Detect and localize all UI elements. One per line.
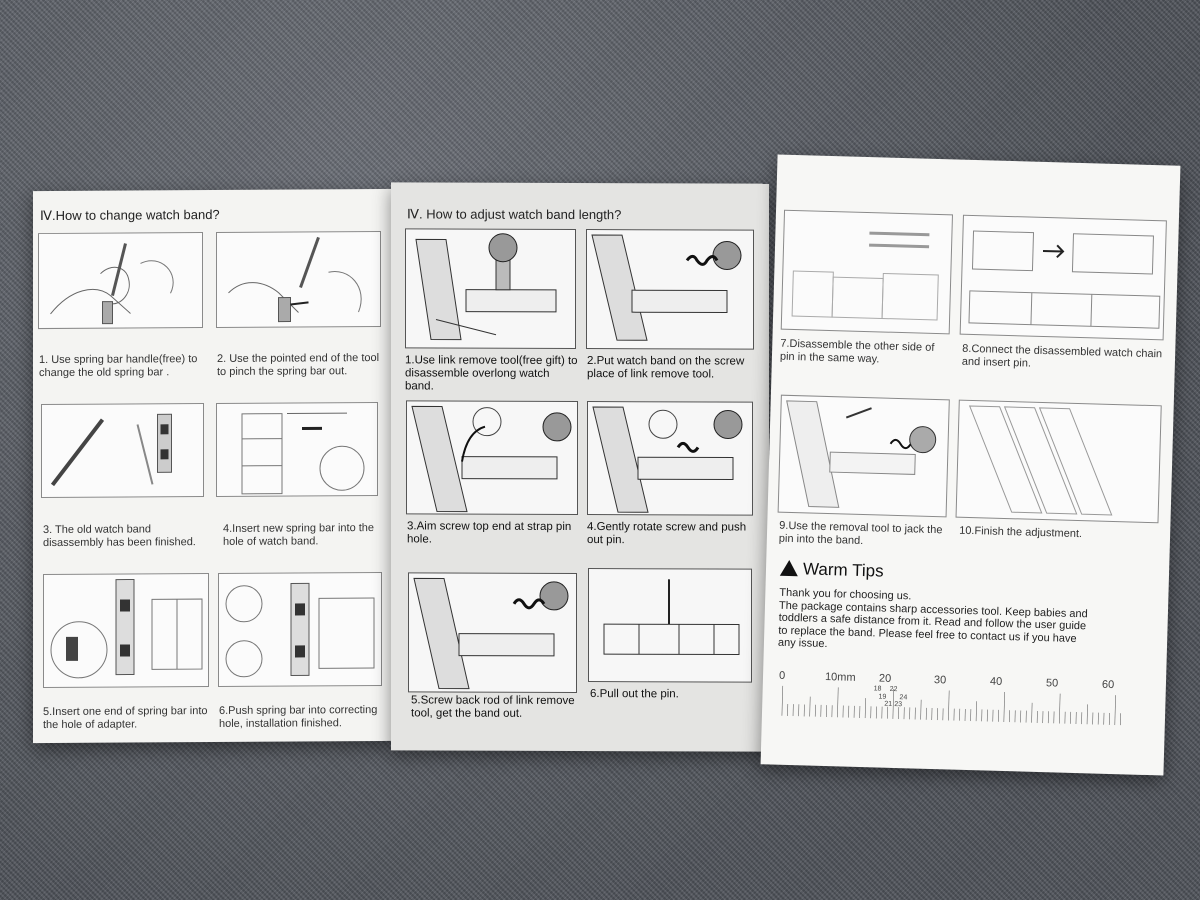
step-illustration <box>216 230 381 328</box>
band-connect-illustration <box>968 230 1161 329</box>
step-caption: 6.Pull out the pin. <box>590 688 679 701</box>
link-tool-illustration <box>411 405 572 513</box>
ruler-label: 10mm <box>824 671 856 684</box>
warning-icon <box>779 559 799 577</box>
hand-tool-illustration <box>228 236 362 323</box>
link-tool-illustration <box>413 577 569 690</box>
step-illustration <box>408 572 577 693</box>
link-tool-illustration <box>415 233 557 341</box>
ruler-label: 0 <box>778 669 786 682</box>
link-tool-illustration <box>592 406 743 513</box>
ruler-label: 60 <box>1101 678 1115 692</box>
step-illustration <box>586 229 754 350</box>
ruler-label: 40 <box>989 675 1003 688</box>
ruler-tick <box>975 701 977 722</box>
step-illustration <box>38 232 203 330</box>
step-illustration <box>777 394 950 518</box>
step-illustration <box>405 228 576 349</box>
step-illustration <box>955 399 1162 524</box>
step-caption: 1.Use link remove tool(free gift) to dis… <box>405 354 578 393</box>
adapter-illustration <box>50 578 203 679</box>
step-illustration <box>216 401 378 497</box>
warm-tips-body: Thank you for choosing us. The package c… <box>778 587 1088 658</box>
step-caption: 2. Use the pointed end of the tool to pi… <box>217 351 380 378</box>
step-caption: 3.Aim screw top end at strap pin hole. <box>407 520 572 546</box>
spring-bar-illustration <box>50 413 172 487</box>
step-caption: 4.Gently rotate screw and push out pin. <box>587 521 747 547</box>
step-caption: 5.Screw back rod of link remove tool, ge… <box>411 694 575 720</box>
leaflet-panel-left: Ⅳ.How to change watch band? 1. Use sprin… <box>33 188 391 744</box>
ruler-tick <box>1086 704 1088 725</box>
ruler-tick <box>948 690 950 721</box>
step-illustration <box>959 214 1167 341</box>
link-tool-illustration <box>786 400 937 508</box>
leaflet-panel-middle: Ⅳ. How to adjust watch band length? 1.Us… <box>391 182 769 752</box>
band-insert-illustration <box>241 412 365 495</box>
link-tool-illustration <box>591 234 742 341</box>
step-caption: 3. The old watch band disassembly has be… <box>43 523 196 550</box>
step-caption: 2.Put watch band on the screw place of l… <box>587 355 745 381</box>
ruler-tick <box>864 698 866 719</box>
step-illustration <box>406 400 578 515</box>
step-illustration <box>780 209 953 335</box>
section-title-change-band: Ⅳ.How to change watch band? <box>40 206 220 224</box>
step-caption: 5.Insert one end of spring bar into the … <box>43 705 208 732</box>
step-caption: 9.Use the removal tool to jack the pin i… <box>778 519 943 548</box>
ruler-tick <box>1059 693 1061 724</box>
step-caption: 6.Push spring bar into correcting hole, … <box>219 703 378 730</box>
step-caption: 8.Connect the disassembled watch chain a… <box>961 342 1163 370</box>
ruler-label: 20 <box>878 672 892 685</box>
ruler-tick <box>1031 702 1033 723</box>
step-caption: 7.Disassemble the other side of pin in t… <box>779 337 935 366</box>
ruler-tick <box>781 685 784 716</box>
finished-band-illustration <box>968 405 1113 516</box>
leaflet-panel-right: 7.Disassemble the other side of pin in t… <box>760 154 1181 776</box>
step-caption: 10.Finish the adjustment. <box>958 524 1083 541</box>
warm-tips-title: Warm Tips <box>802 559 884 581</box>
hand-tool-illustration <box>50 243 174 325</box>
mm-ruler: 0 10mm 20 30 40 50 60 18 19 21 22 23 24 <box>778 669 1126 726</box>
step-illustration <box>587 401 753 516</box>
ruler-tick <box>892 688 895 719</box>
ruler-label: 50 <box>1045 677 1059 690</box>
step-illustration <box>41 403 204 499</box>
section-title-adjust-length: Ⅳ. How to adjust watch band length? <box>407 206 622 223</box>
adapter-illustration <box>225 582 375 678</box>
step-caption: 1. Use spring bar handle(free) to change… <box>39 353 198 380</box>
band-links-illustration <box>791 231 939 321</box>
warm-tips-heading: Warm Tips <box>779 558 884 582</box>
step-illustration <box>43 573 209 689</box>
ruler-tick <box>809 696 811 717</box>
ruler-ticks <box>781 685 1121 726</box>
pulled-pin-illustration <box>603 579 740 656</box>
ruler-tick <box>1003 692 1005 723</box>
step-caption: 4.Insert new spring bar into the hole of… <box>223 522 375 548</box>
ruler-tick <box>837 687 839 718</box>
ruler-tick <box>920 699 922 720</box>
ruler-label: 30 <box>933 674 947 687</box>
step-illustration <box>588 568 752 683</box>
ruler-tick <box>1114 695 1116 726</box>
step-illustration <box>218 571 382 687</box>
